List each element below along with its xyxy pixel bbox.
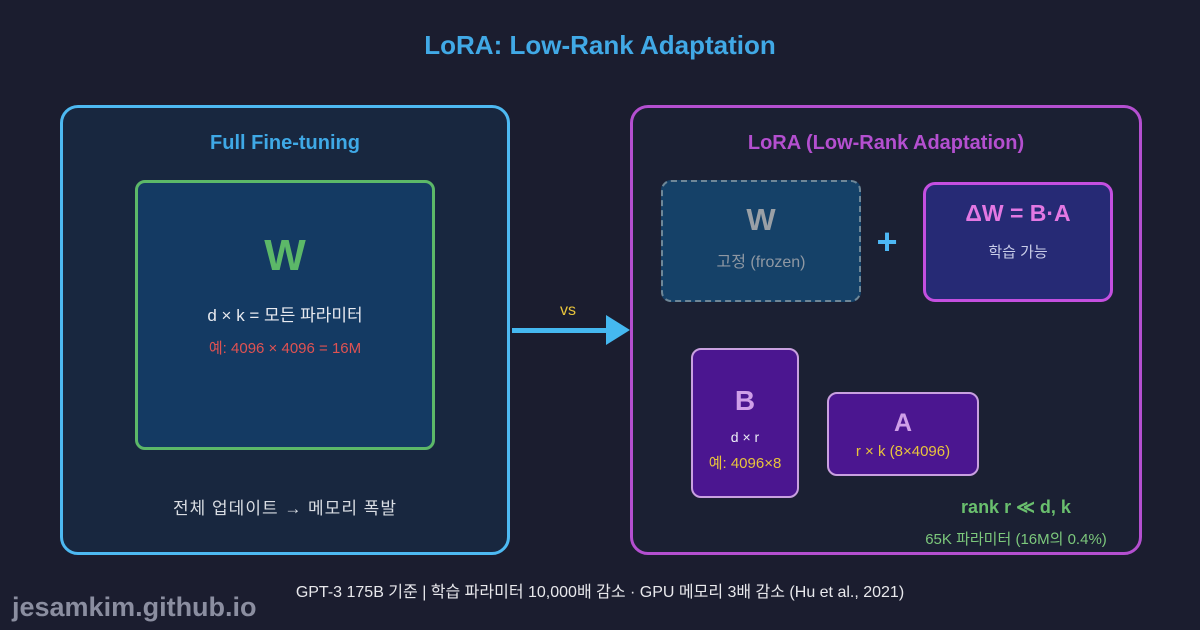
arrow-line-icon: [512, 328, 606, 333]
delta-weight-caption: 학습 가능: [988, 244, 1048, 261]
vs-label: vs: [560, 302, 576, 319]
weight-matrix-example: 예: 4096 × 4096 = 16M: [208, 339, 362, 357]
page-title: LoRA: Low-Rank Adaptation: [424, 30, 776, 60]
matrix-a-symbol: A: [893, 408, 913, 437]
vs-arrow-group: vs: [512, 300, 630, 360]
matrix-a-dimensions: r × k (8×4096): [855, 442, 951, 460]
params-note: 65K 파라미터 (16M의 0.4%): [925, 531, 1107, 548]
weight-matrix-box: W d × k = 모든 파라미터 예: 4096 × 4096 = 16M: [135, 180, 435, 450]
lora-panel: LoRA (Low-Rank Adaptation) W 고정 (frozen)…: [630, 105, 1142, 555]
footer-citation: GPT-3 175B 기준 | 학습 파라미터 10,000배 감소 · GPU…: [295, 584, 905, 601]
matrix-b-example: 예: 4096×8: [708, 455, 782, 472]
arrow-head-icon: [606, 315, 630, 345]
matrix-b-box: B d × r 예: 4096×8: [691, 348, 799, 498]
matrix-b-symbol: B: [734, 385, 756, 416]
lora-heading: LoRA (Low-Rank Adaptation): [747, 132, 1025, 154]
full-finetuning-panel: Full Fine-tuning W d × k = 모든 파라미터 예: 40…: [60, 105, 510, 555]
weight-matrix-symbol: W: [264, 230, 306, 280]
matrix-b-dimensions: d × r: [730, 429, 760, 445]
weight-matrix-dimensions: d × k = 모든 파라미터: [207, 305, 363, 325]
frozen-weight-caption: 고정 (frozen): [716, 254, 806, 271]
delta-weight-box: ΔW = B·A 학습 가능: [923, 182, 1113, 302]
plus-icon: +: [876, 221, 898, 262]
delta-weight-formula: ΔW = B·A: [965, 200, 1071, 226]
frozen-weight-symbol: W: [746, 202, 776, 237]
matrix-a-box: A r × k (8×4096): [827, 392, 979, 476]
watermark-url: jesamkim.github.io: [12, 592, 257, 622]
full-finetuning-heading: Full Fine-tuning: [210, 132, 360, 154]
frozen-weight-box: W 고정 (frozen): [661, 180, 861, 302]
rank-note: rank r ≪ d, k: [961, 497, 1071, 517]
full-finetuning-caption: 전체 업데이트 → 메모리 폭발: [173, 499, 397, 518]
